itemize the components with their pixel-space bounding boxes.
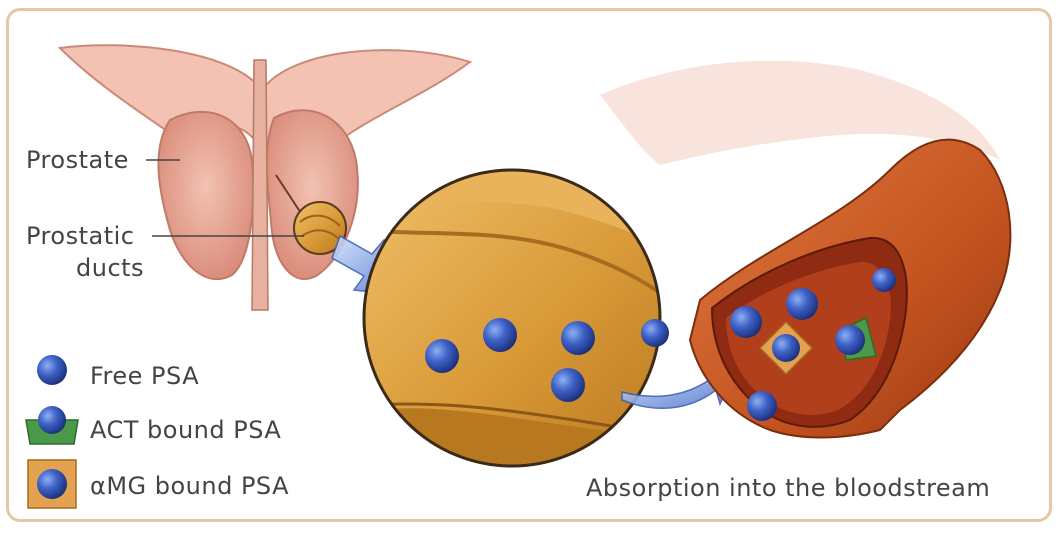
prostate-left-lobe [157, 110, 255, 281]
psa-molecule [641, 319, 669, 347]
psa-molecule [483, 318, 517, 352]
legend-free-psa-icon [37, 355, 67, 385]
legend-act-psa-label: ACT bound PSA [90, 416, 282, 444]
legend-act-psa-icon [25, 406, 79, 445]
duct-zoom-origin [293, 201, 347, 255]
magnified-duct [362, 168, 662, 468]
vessel-faded-tail [600, 60, 1000, 165]
psa-molecule [786, 288, 818, 320]
amg-bound-psa [758, 320, 814, 376]
blood-vessel [600, 60, 1012, 439]
caption-absorption: Absorption into the bloodstream [586, 474, 991, 502]
magnified-psa-group [425, 318, 669, 402]
prostate-gland [57, 44, 473, 311]
label-prostatic-ducts-line2: ducts [76, 254, 145, 282]
label-prostatic-ducts-line1: Prostatic [26, 222, 135, 250]
vessel-psa-group [730, 268, 896, 421]
psa-molecule [747, 391, 777, 421]
legend [25, 355, 79, 509]
psa-molecule [425, 339, 459, 373]
act-bound-psa [835, 316, 877, 361]
label-prostate: Prostate [26, 146, 129, 174]
psa-molecule [561, 321, 595, 355]
psa-molecule [730, 306, 762, 338]
bottom-strip [0, 528, 1062, 558]
psa-molecule [872, 268, 896, 292]
legend-amg-psa-icon [27, 459, 77, 509]
legend-amg-psa-label: αMG bound PSA [90, 472, 290, 500]
psa-molecule [551, 368, 585, 402]
urethra [251, 59, 269, 311]
absorption-arrow [621, 367, 738, 409]
legend-free-psa-label: Free PSA [90, 362, 200, 390]
